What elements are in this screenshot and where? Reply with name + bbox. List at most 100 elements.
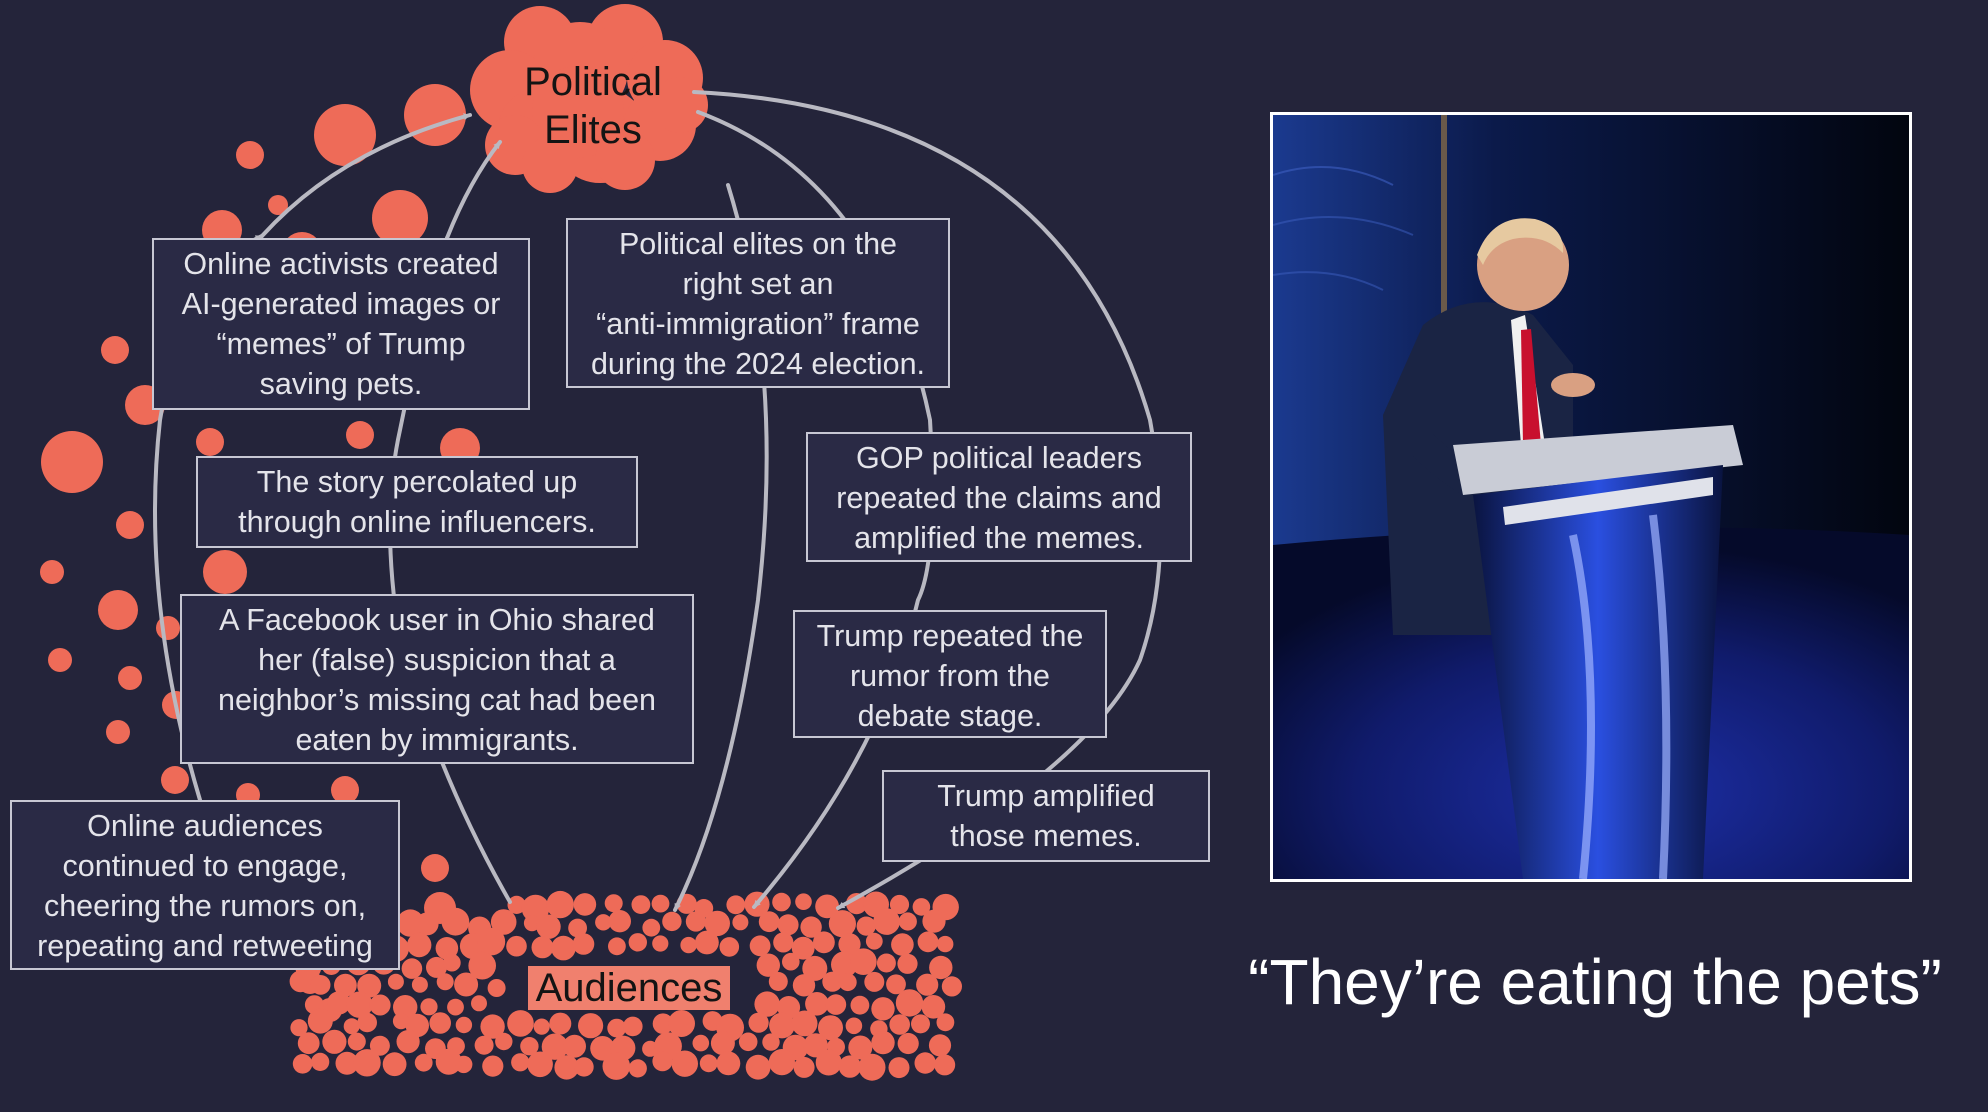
caption-line: AI-generated images or xyxy=(181,287,501,321)
dot xyxy=(331,776,359,804)
audience-dot xyxy=(369,994,391,1016)
caption-line: “memes” of Trump xyxy=(216,327,466,361)
caption-line: Political elites on the xyxy=(618,227,898,261)
audience-dot xyxy=(921,995,946,1019)
caption-line: Online audiences xyxy=(87,809,323,843)
audience-dot xyxy=(578,1013,604,1039)
audience-dot xyxy=(527,1051,553,1078)
audience-dot xyxy=(292,1054,313,1074)
audience-dot xyxy=(573,893,597,916)
dot xyxy=(161,766,189,794)
dot xyxy=(372,190,428,246)
quote-text: “They’re eating the pets” xyxy=(1248,946,1942,1018)
audience-dot xyxy=(692,1034,710,1052)
caption-line: The story percolated up xyxy=(256,465,578,499)
audience-dot xyxy=(382,1052,407,1077)
caption-trump-amplified: Trump amplified those memes. xyxy=(882,770,1210,862)
caption-line: continued to engage, xyxy=(62,849,348,883)
caption-elites-frame: Political elites on the right set an “an… xyxy=(566,218,950,388)
audience-dot xyxy=(482,1055,504,1077)
debate-podium-photo xyxy=(1273,115,1909,879)
audience-dot xyxy=(791,1010,818,1037)
caption-line: Trump repeated the xyxy=(816,619,1084,653)
audience-dot xyxy=(401,958,423,979)
audience-dot xyxy=(334,973,357,997)
audience-dot xyxy=(480,1014,505,1039)
audiences-label: Audiences xyxy=(514,964,744,1012)
audience-dot xyxy=(554,1055,579,1080)
audience-dot xyxy=(454,972,479,997)
audience-dot xyxy=(435,1048,462,1075)
audience-dot xyxy=(871,997,895,1021)
audience-dot xyxy=(889,1014,910,1035)
caption-line: saving pets. xyxy=(259,367,423,401)
audience-dot xyxy=(642,918,661,937)
audience-dot xyxy=(357,973,382,998)
audience-dot xyxy=(642,1040,659,1057)
caption-gop-leaders: GOP political leaders repeated the claim… xyxy=(806,432,1192,562)
audience-dot xyxy=(873,908,900,935)
audience-dot xyxy=(628,1059,647,1078)
caption-line: “anti-immigration” frame xyxy=(596,307,920,341)
audience-dot xyxy=(917,931,939,953)
audience-dot xyxy=(922,909,946,933)
caption-line: Trump amplified xyxy=(937,779,1155,813)
audience-dot xyxy=(749,935,771,957)
audience-dot xyxy=(387,973,404,990)
audience-dot xyxy=(343,1018,360,1035)
audience-dot xyxy=(595,914,612,931)
audience-dot xyxy=(429,1012,452,1034)
audience-dot xyxy=(455,1016,473,1034)
dot xyxy=(421,854,449,882)
audience-dot xyxy=(346,991,373,1018)
audience-dot xyxy=(846,893,868,915)
audience-dot xyxy=(311,1052,330,1071)
audience-dot xyxy=(889,894,910,915)
audience-dot xyxy=(768,972,788,991)
audience-dot xyxy=(934,1054,956,1076)
dot xyxy=(203,550,247,594)
audience-dot xyxy=(891,933,914,956)
audience-dot xyxy=(487,979,506,997)
audience-dot xyxy=(574,1057,594,1077)
audience-dot xyxy=(608,937,626,956)
audience-dot xyxy=(815,1049,842,1076)
audience-dot xyxy=(310,975,331,995)
audience-dot xyxy=(838,973,857,992)
audience-dot xyxy=(411,976,428,993)
audience-dot xyxy=(803,1033,828,1058)
caption-line: neighbor’s missing cat had been xyxy=(217,683,657,717)
audience-dot xyxy=(888,1057,910,1079)
audience-dot xyxy=(845,1017,863,1035)
audience-dot xyxy=(772,892,791,912)
caption-percolated: The story percolated up through online i… xyxy=(196,456,638,548)
audience-dot xyxy=(850,948,877,975)
audience-dot xyxy=(652,1013,674,1034)
caption-line: repeated the claims and xyxy=(836,481,1162,515)
audience-dot xyxy=(850,995,870,1015)
audience-dot xyxy=(289,970,312,993)
audience-dot xyxy=(415,912,439,936)
audience-dot xyxy=(628,933,647,952)
audience-dot xyxy=(777,914,799,936)
audience-dot xyxy=(813,931,835,954)
audience-dot xyxy=(897,953,918,974)
audience-dot xyxy=(929,955,953,980)
audience-dot xyxy=(886,974,906,995)
audience-dot xyxy=(468,951,497,980)
audience-dot xyxy=(608,910,631,933)
audience-dot xyxy=(541,1033,569,1060)
caption-line: A Facebook user in Ohio shared xyxy=(219,603,655,637)
audience-dot xyxy=(531,936,554,959)
audience-dot xyxy=(511,1053,530,1072)
audience-dot xyxy=(756,953,780,977)
audience-dot xyxy=(546,890,574,919)
caption-line: eaten by immigrants. xyxy=(295,723,579,757)
caption-debate-stage: Trump repeated the rumor from the debate… xyxy=(793,610,1107,738)
dot xyxy=(40,560,64,584)
audience-dot xyxy=(471,995,487,1012)
audience-dot xyxy=(536,914,561,939)
audience-dot xyxy=(396,909,425,937)
audience-dot xyxy=(651,894,670,913)
audience-dot xyxy=(680,936,697,954)
